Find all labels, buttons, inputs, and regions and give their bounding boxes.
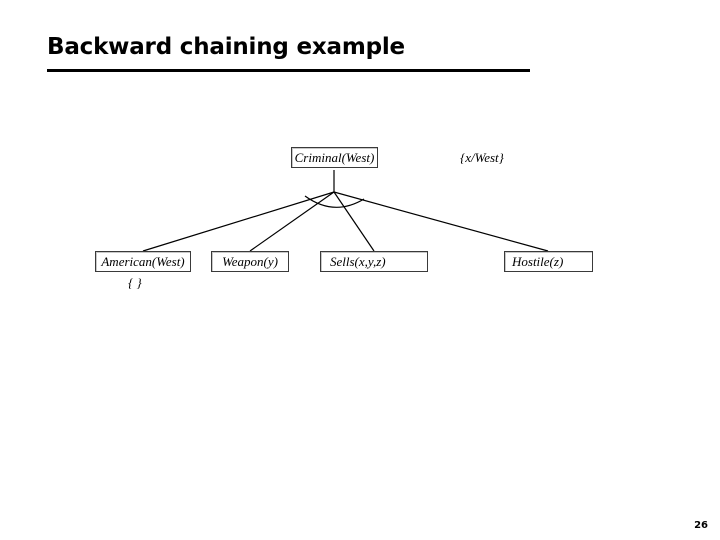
substitution-label-root: {x/West} [460, 150, 504, 165]
goal-node-american[interactable]: American(West) [95, 251, 191, 272]
goal-node-criminal[interactable]: Criminal(West) [291, 147, 378, 168]
edge-to-hostile [333, 191, 549, 252]
edge-to-sells [333, 191, 375, 252]
goal-node-hostile[interactable]: Hostile(z) [504, 251, 593, 272]
title-divider [47, 69, 530, 72]
edge-to-american [142, 191, 335, 252]
goal-node-weapon[interactable]: Weapon(y) [211, 251, 289, 272]
and-arc [304, 195, 365, 208]
substitution-label-american: { } [128, 275, 142, 290]
page-title: Backward chaining example [47, 34, 405, 60]
edge-to-weapon [249, 191, 335, 252]
goal-node-sells[interactable]: Sells(x,y,z) [320, 251, 428, 272]
page-number: 26 [694, 520, 708, 531]
